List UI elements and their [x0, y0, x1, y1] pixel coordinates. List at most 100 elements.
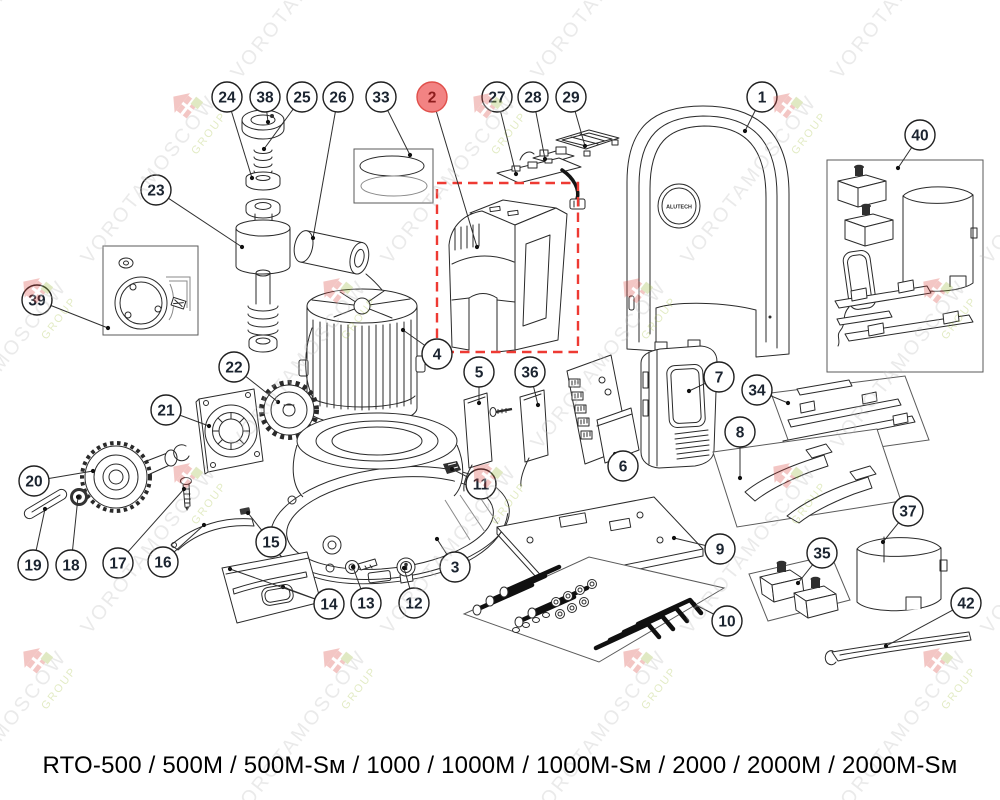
part-drawing-release-levers-8	[712, 428, 902, 528]
callout-19[interactable]: 19	[17, 506, 49, 581]
callout-16[interactable]: 16	[147, 522, 207, 578]
leader-dot	[181, 486, 187, 492]
leader-dot	[275, 399, 281, 405]
leader-dot	[895, 165, 901, 171]
leader-dot	[350, 564, 356, 570]
callout-7[interactable]: 7	[686, 361, 735, 394]
callout-14[interactable]: 14	[227, 566, 345, 620]
callout-number: 19	[24, 558, 42, 575]
callout-circle	[904, 119, 936, 151]
callout-28[interactable]: 28	[517, 81, 549, 162]
leader-dot	[400, 327, 406, 333]
part-drawing-cap-38	[241, 109, 285, 140]
watermark-house-icon	[473, 463, 504, 489]
leader-dot	[474, 244, 480, 250]
leader-line	[693, 603, 714, 615]
model-list: RTO-500 / 500M / 500M-Sм / 1000 / 1000M …	[42, 752, 958, 779]
callout-circle	[481, 81, 513, 113]
part-drawing-lever-42	[824, 631, 972, 666]
part-drawing-plate-29	[555, 129, 620, 157]
leader-line	[500, 111, 517, 175]
watermark-brand-text: VOROTAMOSCOW	[77, 91, 222, 268]
highlight-layer	[435, 181, 580, 354]
leader-line	[435, 111, 478, 248]
callout-38[interactable]: 38	[249, 81, 281, 125]
leader-line	[312, 111, 336, 239]
watermark-house-icon	[623, 278, 654, 304]
leader-line	[229, 568, 316, 600]
callout-20[interactable]: 20	[18, 465, 96, 497]
callout-13[interactable]: 13	[350, 564, 382, 619]
callout-6[interactable]: 6	[607, 450, 639, 482]
callout-35[interactable]: 35	[795, 537, 838, 586]
watermark-house-icon	[23, 278, 54, 304]
part-drawing-flap-14	[221, 551, 322, 624]
callout-8[interactable]: 8	[724, 416, 756, 481]
part-drawing-flange-21	[195, 388, 264, 475]
callout-27[interactable]: 27	[481, 81, 519, 177]
leader-dot	[795, 580, 801, 586]
callout-29[interactable]: 29	[555, 81, 588, 149]
callout-15[interactable]: 15	[245, 510, 287, 558]
callout-25[interactable]: 25	[261, 81, 318, 152]
leader-line	[173, 524, 205, 553]
part-drawing-shaft-23	[235, 198, 291, 353]
leader-line	[72, 496, 79, 551]
leader-line	[535, 111, 546, 160]
leader-dot	[265, 119, 271, 125]
callout-number: 26	[329, 90, 347, 107]
callout-number: 25	[293, 90, 311, 107]
part-drawing-screw-17	[180, 477, 192, 511]
leader-dot	[449, 466, 455, 472]
callout-23[interactable]: 23	[140, 174, 245, 250]
leader-dot	[742, 128, 748, 134]
callout-18[interactable]: 18	[55, 494, 87, 581]
callout-circle	[255, 526, 287, 558]
callout-9[interactable]: 9	[671, 533, 736, 565]
leader-line	[797, 564, 814, 584]
watermark-house-icon	[173, 463, 204, 489]
callout-12[interactable]: 12	[398, 565, 430, 619]
leader-dot	[249, 175, 255, 181]
callout-4[interactable]: 4	[400, 327, 453, 370]
callout-number: 36	[521, 365, 539, 382]
part-drawing-band-37	[856, 536, 948, 612]
callout-10[interactable]: 10	[691, 601, 743, 637]
callout-3[interactable]: 3	[434, 536, 471, 583]
callout-11[interactable]: 11	[449, 466, 497, 500]
callout-17[interactable]: 17	[102, 486, 187, 579]
callout-circle	[950, 587, 982, 619]
callout-circle	[350, 587, 382, 619]
callout-24[interactable]: 24	[211, 81, 255, 181]
callout-22[interactable]: 22	[218, 351, 281, 405]
leader-dot	[75, 494, 81, 500]
watermark-house-icon	[623, 648, 654, 674]
part-drawing-board-6	[566, 354, 640, 465]
callout-circle	[514, 356, 546, 388]
callout-2[interactable]: 2	[416, 81, 480, 250]
watermark-house-icon	[173, 93, 204, 119]
leader-dot	[737, 475, 743, 481]
callout-circle	[18, 465, 50, 497]
callout-1[interactable]: 1	[742, 81, 778, 134]
callout-36[interactable]: 36	[514, 356, 546, 408]
callout-circle	[703, 361, 735, 393]
callout-39[interactable]: 39	[21, 284, 111, 331]
callout-number: 18	[62, 558, 80, 575]
callout-40[interactable]: 40	[895, 119, 936, 171]
callout-26[interactable]: 26	[310, 81, 354, 241]
callout-number: 6	[619, 459, 628, 476]
leader-dot	[883, 643, 889, 649]
leader-line	[770, 395, 789, 404]
callout-42[interactable]: 42	[883, 587, 982, 649]
callout-34[interactable]: 34	[741, 374, 791, 406]
part-drawing-seal-24	[245, 171, 281, 191]
callout-number: 4	[433, 347, 442, 364]
part-drawing-oring-kit-33	[353, 148, 434, 204]
leader-line	[574, 111, 586, 147]
callout-37[interactable]: 37	[880, 495, 924, 545]
callout-5[interactable]: 5	[463, 356, 495, 406]
callout-21[interactable]: 21	[150, 394, 212, 429]
callout-33[interactable]: 33	[365, 81, 413, 158]
